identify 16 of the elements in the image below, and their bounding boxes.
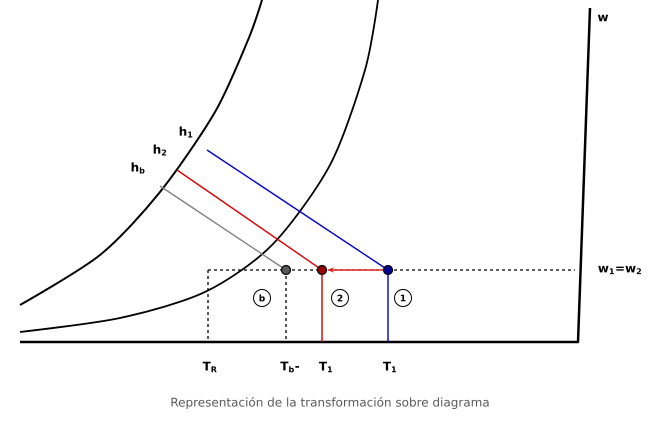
temperature-label: T$_{1}$ (382, 362, 396, 372)
enthalpy-label: h$_{1}$ (180, 126, 192, 138)
temperature-label: T$_{1}$ (318, 362, 332, 372)
state-point (382, 264, 394, 276)
circled-label: 2 (331, 289, 349, 307)
axis-label: w (598, 14, 608, 22)
state-point (280, 264, 292, 276)
state-point (316, 264, 328, 276)
temperature-label: T$_{b}$- (280, 362, 300, 372)
circled-label: 1 (394, 289, 412, 307)
temperature-label: T$_{R}$ (202, 362, 217, 372)
humidity-label: w$_{1}$=w$_{2}$ (598, 266, 641, 274)
caption: Representación de la transformación sobre diagrama (172, 396, 489, 410)
enthalpy-label: h$_{2}$ (154, 144, 166, 156)
enthalpy-label: h$_{b}$ (132, 162, 145, 174)
circled-label: b (253, 289, 271, 307)
